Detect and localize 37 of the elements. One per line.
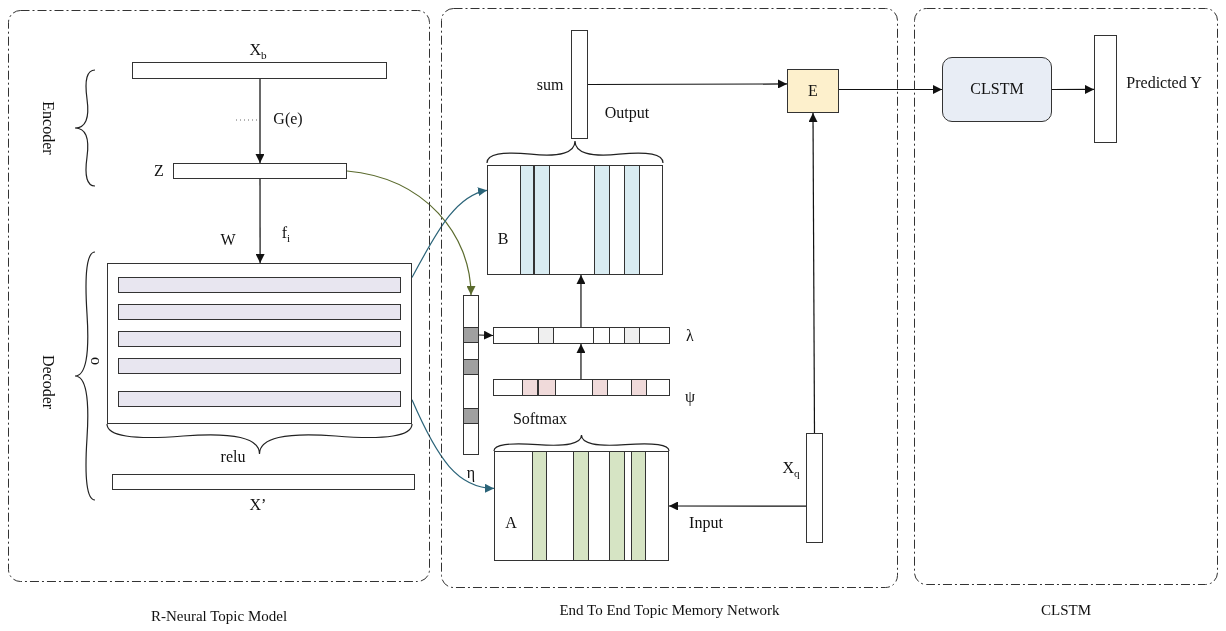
vector-label: A bbox=[505, 513, 517, 533]
process-box: CLSTM bbox=[942, 57, 1052, 122]
arrow bbox=[576, 274, 586, 328]
annotation-label: relu bbox=[220, 448, 246, 466]
vector-label: X’ bbox=[249, 495, 267, 515]
arrow bbox=[1051, 84, 1095, 94]
annotation-label: Decoder bbox=[39, 354, 57, 410]
arrow bbox=[346, 170, 475, 296]
arrow bbox=[411, 399, 495, 493]
arrow bbox=[255, 178, 265, 264]
annotation-label: Softmax bbox=[512, 410, 568, 428]
vector-label: Predicted Y bbox=[1126, 73, 1202, 93]
vector-label: ψ bbox=[685, 387, 695, 407]
arrow bbox=[668, 501, 807, 511]
edge-label: G(e) bbox=[273, 109, 303, 129]
vector-label: sum bbox=[536, 75, 564, 95]
arrow bbox=[587, 79, 788, 89]
arrow bbox=[808, 112, 818, 434]
vector-label: Z bbox=[154, 161, 164, 181]
process-box: E bbox=[787, 69, 839, 113]
vector-label: X$_{b}$ bbox=[249, 41, 267, 63]
arrow bbox=[255, 78, 265, 164]
annotation-label: Output bbox=[604, 104, 650, 122]
arrow bbox=[576, 343, 586, 380]
panel-caption: End To End Topic Memory Network bbox=[559, 602, 780, 620]
vector-label: X$_{q}$ bbox=[782, 459, 800, 481]
arrow bbox=[838, 85, 943, 94]
arrow bbox=[411, 188, 488, 279]
annotation-label: Encoder bbox=[39, 101, 57, 155]
panel-caption: R-Neural Topic Model bbox=[150, 608, 288, 626]
annotation-label: W bbox=[220, 231, 236, 249]
vector-label: λ bbox=[686, 326, 694, 346]
vector-label: B bbox=[497, 229, 509, 249]
annotation-label: o bbox=[87, 357, 105, 365]
arrow bbox=[478, 330, 494, 340]
panel-caption: CLSTM bbox=[1041, 602, 1091, 620]
vector-label: η bbox=[466, 463, 476, 483]
